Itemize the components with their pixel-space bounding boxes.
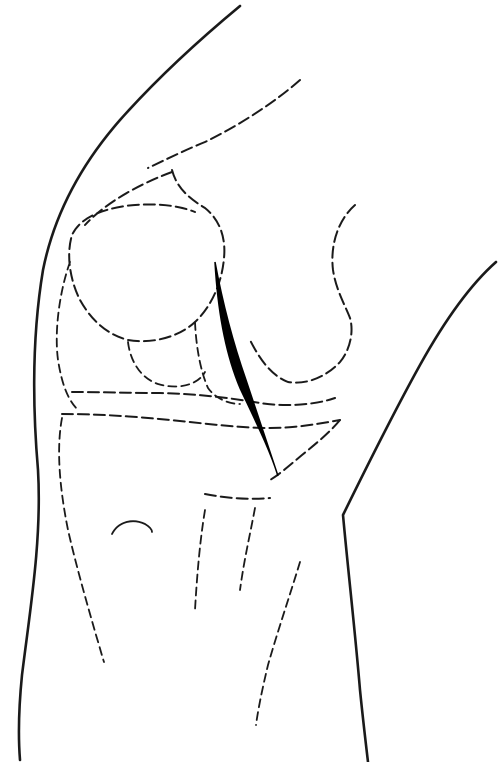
- tibia-posterior-outline: [59, 418, 104, 662]
- tibial-tunnel-right-wall: [240, 508, 255, 590]
- posterior-capsule-line: [57, 262, 78, 410]
- joint-line-upper: [72, 392, 335, 405]
- tibial-tunnel-top: [205, 494, 270, 499]
- patellar-tendon-line: [270, 420, 340, 480]
- anterior-skin-contour: [343, 262, 496, 762]
- femoral-condyle-outline: [69, 170, 224, 341]
- fibular-head-arc: [112, 521, 152, 534]
- tibial-tunnel-left-wall: [195, 510, 205, 610]
- posterior-skin-contour: [19, 6, 240, 760]
- condyle-lower-arc-1: [128, 342, 205, 387]
- suprapatellar-pouch-outline: [85, 172, 172, 225]
- tibial-plateau-line: [62, 414, 340, 428]
- anterior-tibial-crest: [256, 562, 300, 725]
- patella-outline: [250, 205, 355, 383]
- quadriceps-tendon-line: [148, 80, 300, 168]
